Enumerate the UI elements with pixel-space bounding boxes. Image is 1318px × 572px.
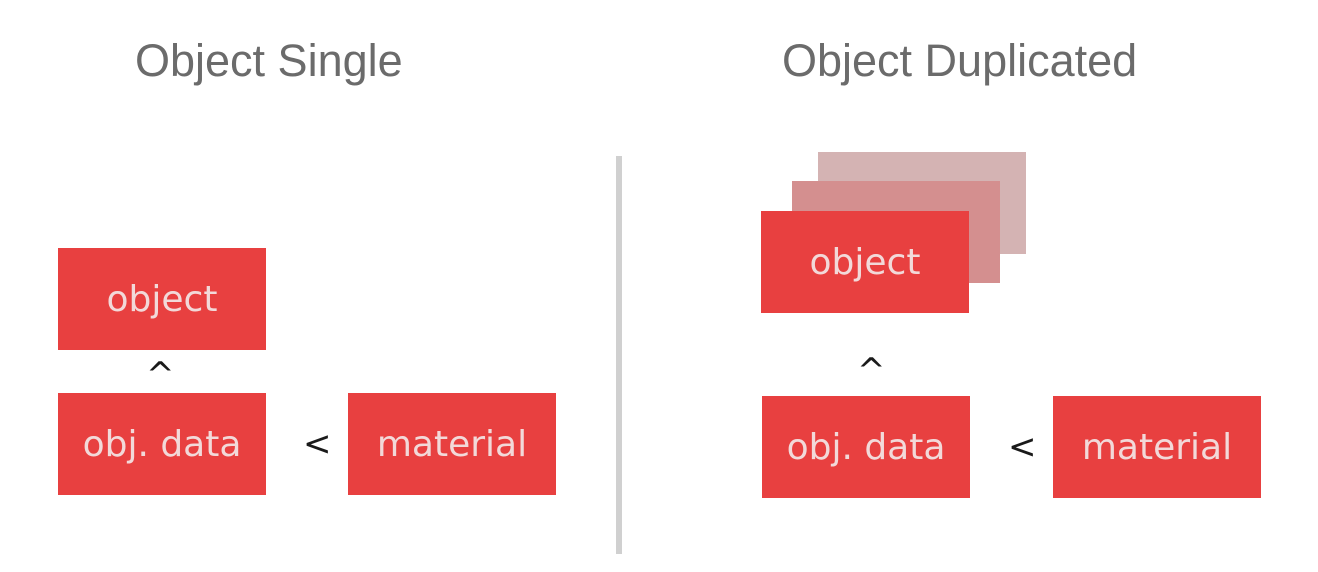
right-arrow-up: ^ — [857, 351, 886, 391]
right-obj-data-label: obj. data — [786, 426, 946, 468]
left-obj-data-box: obj. data — [58, 393, 266, 495]
left-material-label: material — [376, 423, 528, 465]
left-arrow-left: < — [303, 424, 332, 464]
left-obj-data-label: obj. data — [82, 423, 242, 465]
right-panel-title: Object Duplicated — [782, 35, 1138, 86]
right-material-label: material — [1081, 426, 1233, 468]
panel-divider — [616, 156, 622, 554]
right-material-box: material — [1053, 396, 1261, 498]
right-obj-data-box: obj. data — [762, 396, 970, 498]
left-arrow-up: ^ — [146, 355, 175, 395]
left-panel-title: Object Single — [135, 35, 403, 86]
left-object-box: object — [58, 248, 266, 350]
right-object-box: object — [761, 211, 969, 313]
left-material-box: material — [348, 393, 556, 495]
left-object-label: object — [106, 278, 218, 320]
right-object-label: object — [809, 241, 921, 283]
right-arrow-left: < — [1008, 427, 1037, 467]
